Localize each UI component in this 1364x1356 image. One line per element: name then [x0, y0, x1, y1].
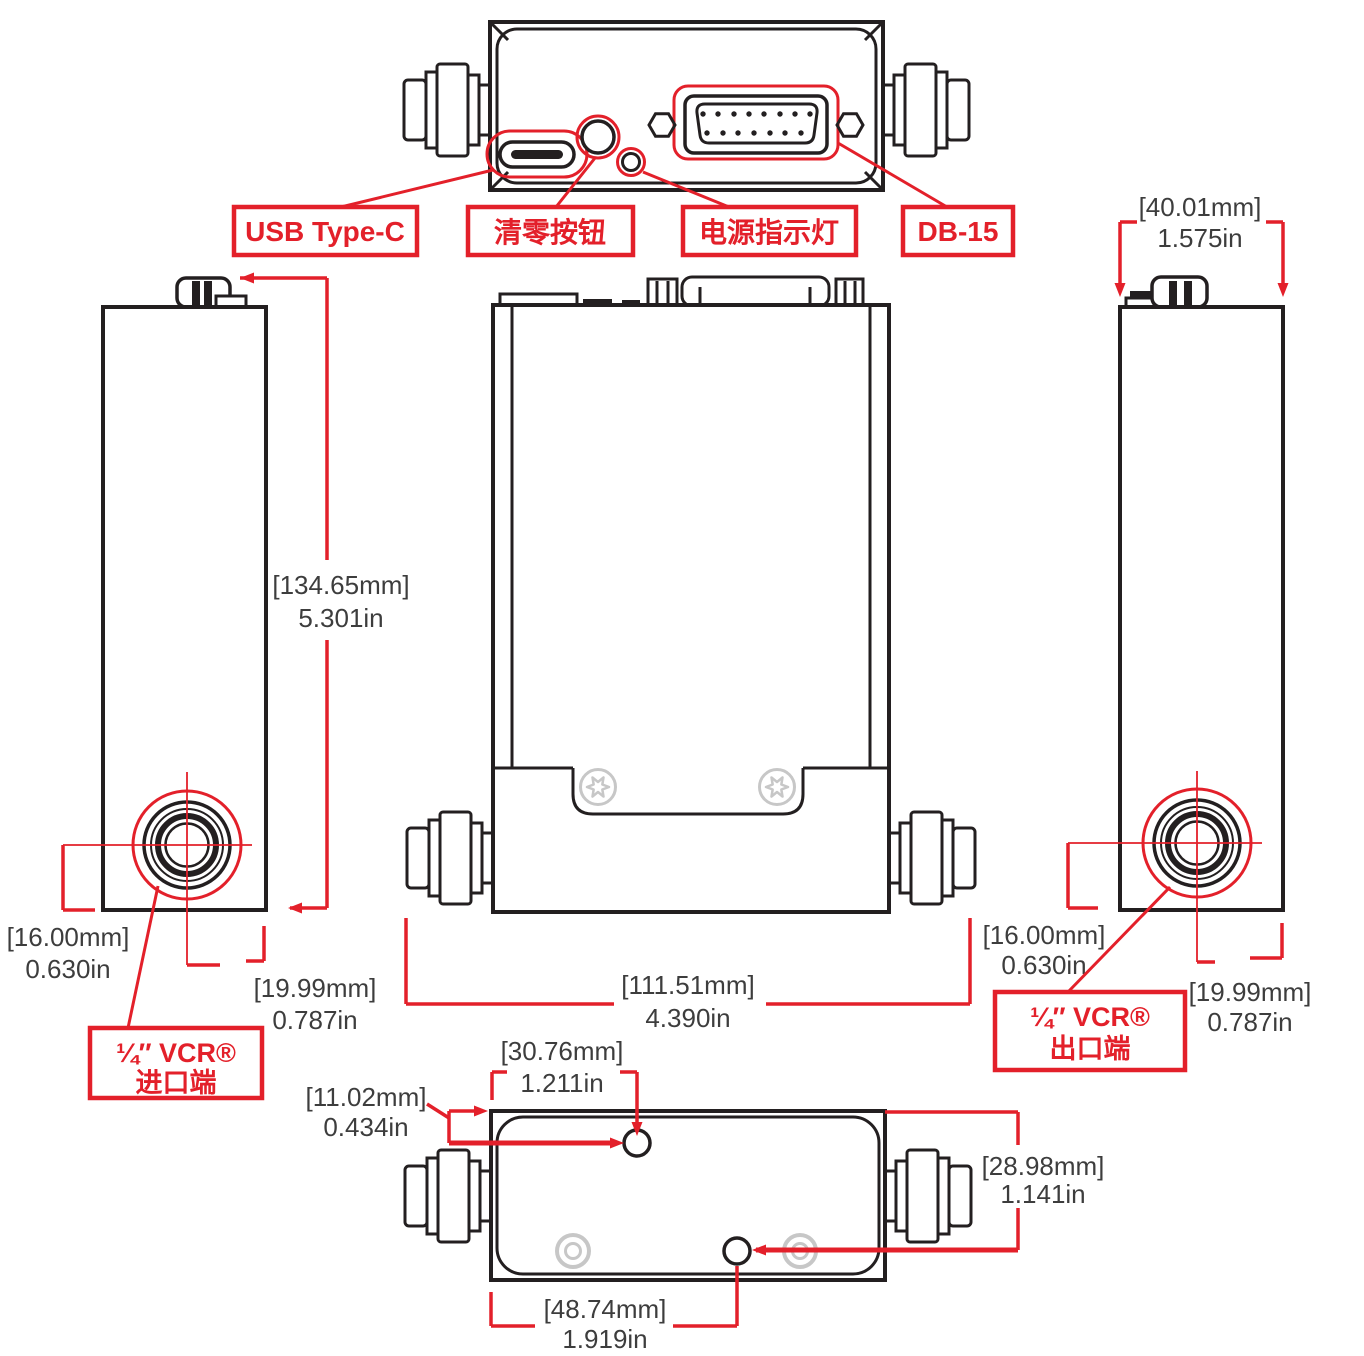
dim-inch: 1.919in	[562, 1324, 647, 1354]
callout-line2: 出口端	[1050, 1034, 1131, 1064]
callout-line2: 进口端	[136, 1068, 217, 1098]
dim-mm: [11.02mm]	[306, 1082, 427, 1112]
callout-usb-type-c: USB Type-C	[231, 204, 420, 258]
callout-vcr-inlet: ¼″ VCR® 进口端	[87, 885, 265, 1101]
dim-mm: [19.99mm]	[1189, 977, 1312, 1007]
callout-leaders	[340, 141, 948, 209]
callout-line1: ¼″ VCR®	[116, 1038, 236, 1068]
dim-mm: [40.01mm]	[1139, 192, 1262, 222]
dim-mm: [16.00mm]	[983, 920, 1106, 950]
right-side-view: [40.01mm] 1.575in [16.00mm] 0.630in [19.…	[983, 192, 1312, 1073]
top-view: USB Type-C 清零按钮 电源指示灯 DB-15	[231, 20, 1016, 258]
top-edge-features	[498, 275, 865, 308]
vcr-fitting-right	[887, 810, 977, 906]
grommet-left	[555, 1233, 591, 1269]
dim-hole1-y: [11.02mm] 0.434in	[306, 1082, 624, 1149]
vcr-inlet-port	[63, 772, 252, 965]
front-view: [111.51mm] 4.390in	[404, 275, 977, 1033]
dim-inch: 5.301in	[298, 603, 383, 633]
dim-inch: 0.787in	[272, 1005, 357, 1035]
base-block	[495, 766, 887, 816]
vcr-fitting-right	[883, 1148, 973, 1244]
corner-chamfers	[489, 21, 884, 191]
dim-inch: 1.141in	[1000, 1179, 1085, 1209]
callout-db15: DB-15	[900, 204, 1016, 258]
dim-mm: [111.51mm]	[621, 970, 754, 1000]
dim-hole1-x: [30.76mm] 1.211in	[490, 1036, 643, 1136]
left-side-view: [134.65mm] 5.301in [16.00mm] 0.630in [19…	[7, 272, 410, 1101]
device-body-front	[491, 303, 891, 914]
callout-vcr-outlet: ¼″ VCR® 出口端	[992, 885, 1188, 1073]
dim-left-port-depth: [19.99mm] 0.787in	[187, 926, 376, 1035]
dim-inch: 0.630in	[25, 954, 110, 984]
torx-screw-right	[758, 768, 796, 806]
bottom-panel	[495, 1115, 881, 1276]
dim-right-port-depth: [19.99mm] 0.787in	[1189, 923, 1312, 1037]
dim-mm: [134.65mm]	[272, 570, 409, 600]
dim-inch: 0.787in	[1207, 1007, 1292, 1037]
power-led	[616, 147, 646, 177]
vcr-fitting-right	[881, 62, 971, 158]
dim-inch: 0.434in	[323, 1112, 408, 1142]
bottom-view: [30.76mm] 1.211in [11.02mm] 0.434in	[306, 1036, 1105, 1354]
screw-nut-left	[647, 112, 677, 138]
dim-left-height: [134.65mm] 5.301in	[240, 272, 410, 914]
torx-screw-left	[579, 768, 617, 806]
callout-zero-button: 清零按钮	[465, 204, 636, 258]
callout-label: 电源指示灯	[699, 217, 839, 248]
vcr-fitting-left	[403, 1148, 493, 1244]
dim-inch: 0.630in	[1001, 950, 1086, 980]
dim-mm: [16.00mm]	[7, 922, 130, 952]
dim-mm: [28.98mm]	[982, 1151, 1105, 1181]
top-panel	[495, 27, 878, 185]
vcr-fitting-left	[405, 810, 495, 906]
dim-inch: 1.575in	[1157, 223, 1242, 253]
dim-left-port-offset: [16.00mm] 0.630in	[7, 845, 130, 984]
db15-pins	[700, 111, 813, 136]
callout-line1: ¼″ VCR®	[1030, 1002, 1150, 1032]
dim-mm: [30.76mm]	[501, 1036, 624, 1066]
zero-button	[575, 114, 621, 160]
dim-mm: [19.99mm]	[254, 973, 377, 1003]
dim-hole-span: [28.98mm] 1.141in	[752, 1110, 1105, 1256]
callout-label: 清零按钮	[494, 216, 606, 248]
callout-label: USB Type-C	[245, 216, 405, 247]
callout-power-indicator: 电源指示灯	[680, 204, 859, 258]
dim-hole2-x: [48.74mm] 1.919in	[489, 1266, 739, 1354]
device-body-bottom	[489, 1109, 887, 1282]
vcr-fitting-left	[402, 62, 492, 158]
dim-inch: 4.390in	[645, 1003, 730, 1033]
callout-label: DB-15	[918, 216, 999, 247]
dim-right-width: [40.01mm] 1.575in	[1114, 192, 1289, 297]
top-connector	[1124, 275, 1209, 309]
dim-mm: [48.74mm]	[544, 1294, 667, 1324]
top-connector	[175, 276, 248, 309]
screw-nut-right	[835, 112, 865, 138]
mounting-hole-2	[722, 1236, 752, 1266]
db15-connector	[647, 84, 865, 161]
dim-front-width: [111.51mm] 4.390in	[404, 918, 972, 1033]
dim-right-port-offset: [16.00mm] 0.630in	[983, 843, 1106, 980]
db15-edge	[680, 275, 831, 308]
vcr-outlet-port	[1068, 771, 1262, 962]
dim-inch: 1.211in	[520, 1068, 603, 1098]
